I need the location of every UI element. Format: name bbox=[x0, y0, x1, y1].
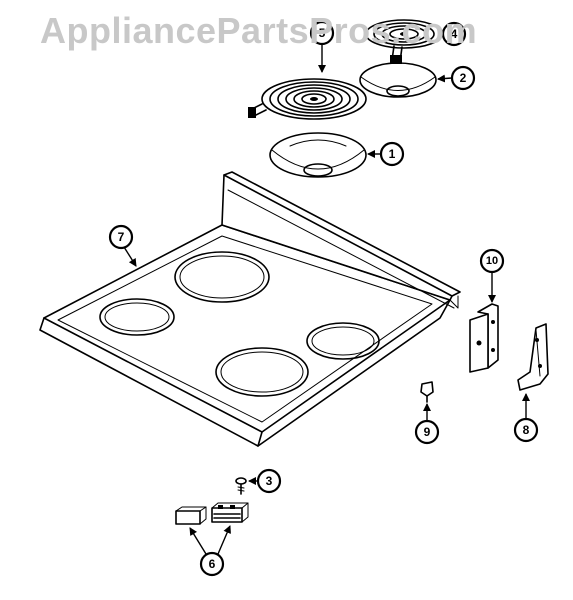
callout-7: 7 bbox=[108, 224, 134, 250]
svg-text:7: 7 bbox=[118, 230, 125, 244]
svg-text:2: 2 bbox=[460, 71, 467, 85]
side-trim bbox=[517, 323, 549, 391]
terminal-block-right bbox=[211, 502, 249, 523]
bumper bbox=[420, 381, 434, 403]
callout-2: 2 bbox=[450, 65, 476, 91]
callout-10: 10 bbox=[479, 248, 505, 274]
svg-text:3: 3 bbox=[266, 474, 273, 488]
callout-1: 1 bbox=[379, 141, 405, 167]
callout-3: 3 bbox=[256, 468, 282, 494]
callout-9: 9 bbox=[414, 419, 440, 445]
callout-8: 8 bbox=[513, 417, 539, 443]
svg-text:6: 6 bbox=[209, 557, 216, 571]
svg-text:5: 5 bbox=[319, 26, 326, 40]
leader-lines bbox=[123, 30, 530, 555]
svg-text:1: 1 bbox=[389, 147, 396, 161]
drip-bowl-large bbox=[269, 132, 367, 178]
callout-5: 5 bbox=[309, 20, 335, 46]
svg-text:4: 4 bbox=[451, 27, 458, 41]
surface-element-large bbox=[248, 78, 367, 120]
drip-bowl-small bbox=[359, 62, 437, 98]
terminal-block-left bbox=[175, 506, 207, 525]
callout-6: 6 bbox=[199, 551, 225, 577]
cooktop-panel bbox=[39, 171, 461, 447]
callout-4: 4 bbox=[441, 21, 467, 47]
svg-text:10: 10 bbox=[486, 255, 498, 267]
surface-element-small bbox=[365, 19, 443, 64]
burner-opening-rear-left bbox=[174, 251, 270, 303]
burner-opening-front-left bbox=[99, 298, 175, 336]
svg-text:9: 9 bbox=[424, 425, 431, 439]
burner-opening-front-right bbox=[215, 347, 309, 397]
svg-text:8: 8 bbox=[523, 423, 530, 437]
support-bracket bbox=[469, 303, 499, 373]
screw bbox=[235, 477, 247, 495]
burner-opening-rear-right bbox=[306, 322, 380, 360]
